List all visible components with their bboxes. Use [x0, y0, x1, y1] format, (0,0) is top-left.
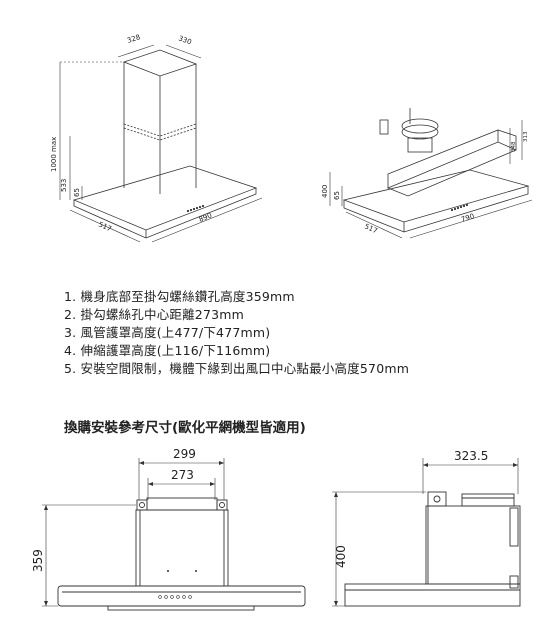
dim-313: 313: [523, 131, 529, 142]
dim-533: 533: [60, 179, 68, 192]
dim-517-right: 517: [363, 223, 378, 236]
front-view: [42, 458, 306, 611]
slideout-hood-isometric: [329, 108, 533, 239]
note-5: 5. 安裝空間限制，機體下緣到出風口中心點最小高度570mm: [64, 361, 410, 376]
dim-400: 400: [321, 185, 329, 198]
note-4: 4. 伸縮護罩高度(上116/下116mm): [64, 343, 271, 358]
note-2: 2. 掛勾螺絲孔中心距離273mm: [64, 307, 245, 322]
dim-890: 890: [198, 211, 213, 223]
dim-348: 348: [511, 141, 517, 152]
installation-notes: 1. 機身底部至掛勾螺絲鑽孔高度359mm 2. 掛勾螺絲孔中心距離273mm …: [64, 288, 409, 378]
dim-323-5: 323.5: [454, 449, 488, 463]
dim-299: 299: [173, 447, 196, 461]
note-3: 3. 風管護罩高度(上477/下477mm): [64, 325, 271, 340]
dim-273: 273: [171, 468, 194, 482]
dim-330: 330: [177, 34, 192, 46]
chimney-hood-isometric: [59, 44, 263, 243]
dim-1000-max: 1000 max: [50, 137, 58, 172]
dim-400-side: 400: [334, 545, 348, 568]
dim-65: 65: [73, 188, 81, 197]
dim-328: 328: [126, 33, 141, 45]
dim-65-right: 65: [333, 191, 341, 200]
dim-359: 359: [31, 549, 45, 572]
dim-790: 790: [460, 212, 475, 224]
side-view: [332, 458, 521, 607]
note-1: 1. 機身底部至掛勾螺絲鑽孔高度359mm: [64, 289, 295, 304]
section-title: 換購安裝參考尺寸(歐化平網機型皆適用): [64, 420, 306, 436]
